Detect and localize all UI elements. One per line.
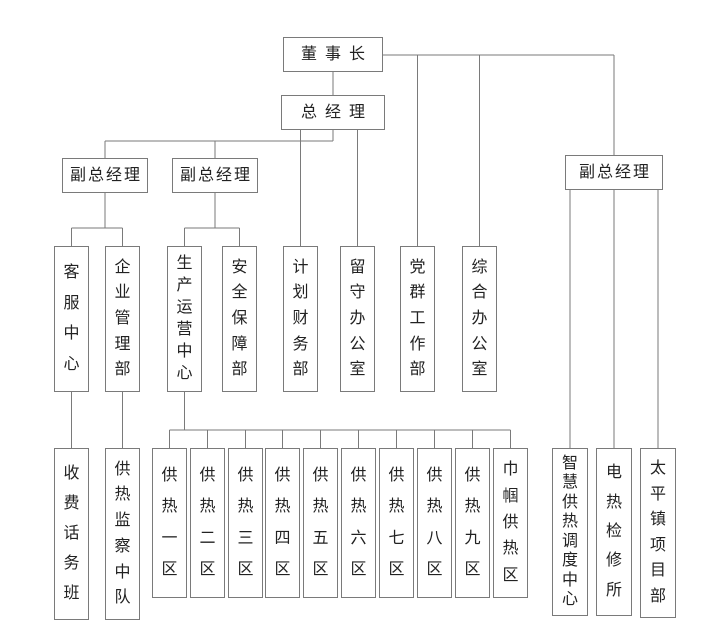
unit-taiping-project-box: 太平镇项目部 [640,448,676,618]
dept-safety-assurance-box: 安全保障部 [222,246,257,392]
unit-heating-zone-4-box: 供热四区 [265,448,300,598]
unit-heating-zone-2-box: 供热二区 [190,448,225,598]
dept-party-mass-work-box: 党群工作部 [400,246,435,392]
unit-heating-zone-1-box: 供热一区 [152,448,187,598]
dept-customer-service-box: 客服中心 [54,246,89,392]
unit-heating-zone-9-box: 供热九区 [455,448,490,598]
unit-heating-zone-6-box: 供热六区 [341,448,376,598]
unit-heating-zone-8-box: 供热八区 [417,448,452,598]
connector-path [71,54,659,448]
unit-women-heating-zone-box: 巾帼供热区 [493,448,528,598]
dept-rear-office-box: 留守办公室 [340,246,375,392]
dept-planning-finance-box: 计划财务部 [283,246,318,392]
unit-heating-zone-3-box: 供热三区 [228,448,263,598]
unit-heating-inspection-box: 供热监察中队 [105,448,140,620]
unit-electric-heat-maintenance-box: 电热检修所 [596,448,632,616]
unit-heating-zone-5-box: 供热五区 [303,448,338,598]
deputy-gm-1-box: 副总经理 [62,158,148,193]
deputy-gm-3-box: 副总经理 [565,155,663,190]
deputy-gm-2-box: 副总经理 [172,158,258,193]
general-manager-box: 总经理 [281,95,385,130]
dept-production-operations-box: 生产运营中心 [167,246,202,392]
unit-fee-call-team-box: 收费话务班 [54,448,89,620]
dept-enterprise-management-box: 企业管理部 [105,246,140,392]
unit-smart-dispatch-center-box: 智慧供热调度中心 [552,448,588,616]
chairman-box: 董事长 [283,37,383,72]
dept-general-office-box: 综合办公室 [462,246,497,392]
unit-heating-zone-7-box: 供热七区 [379,448,414,598]
